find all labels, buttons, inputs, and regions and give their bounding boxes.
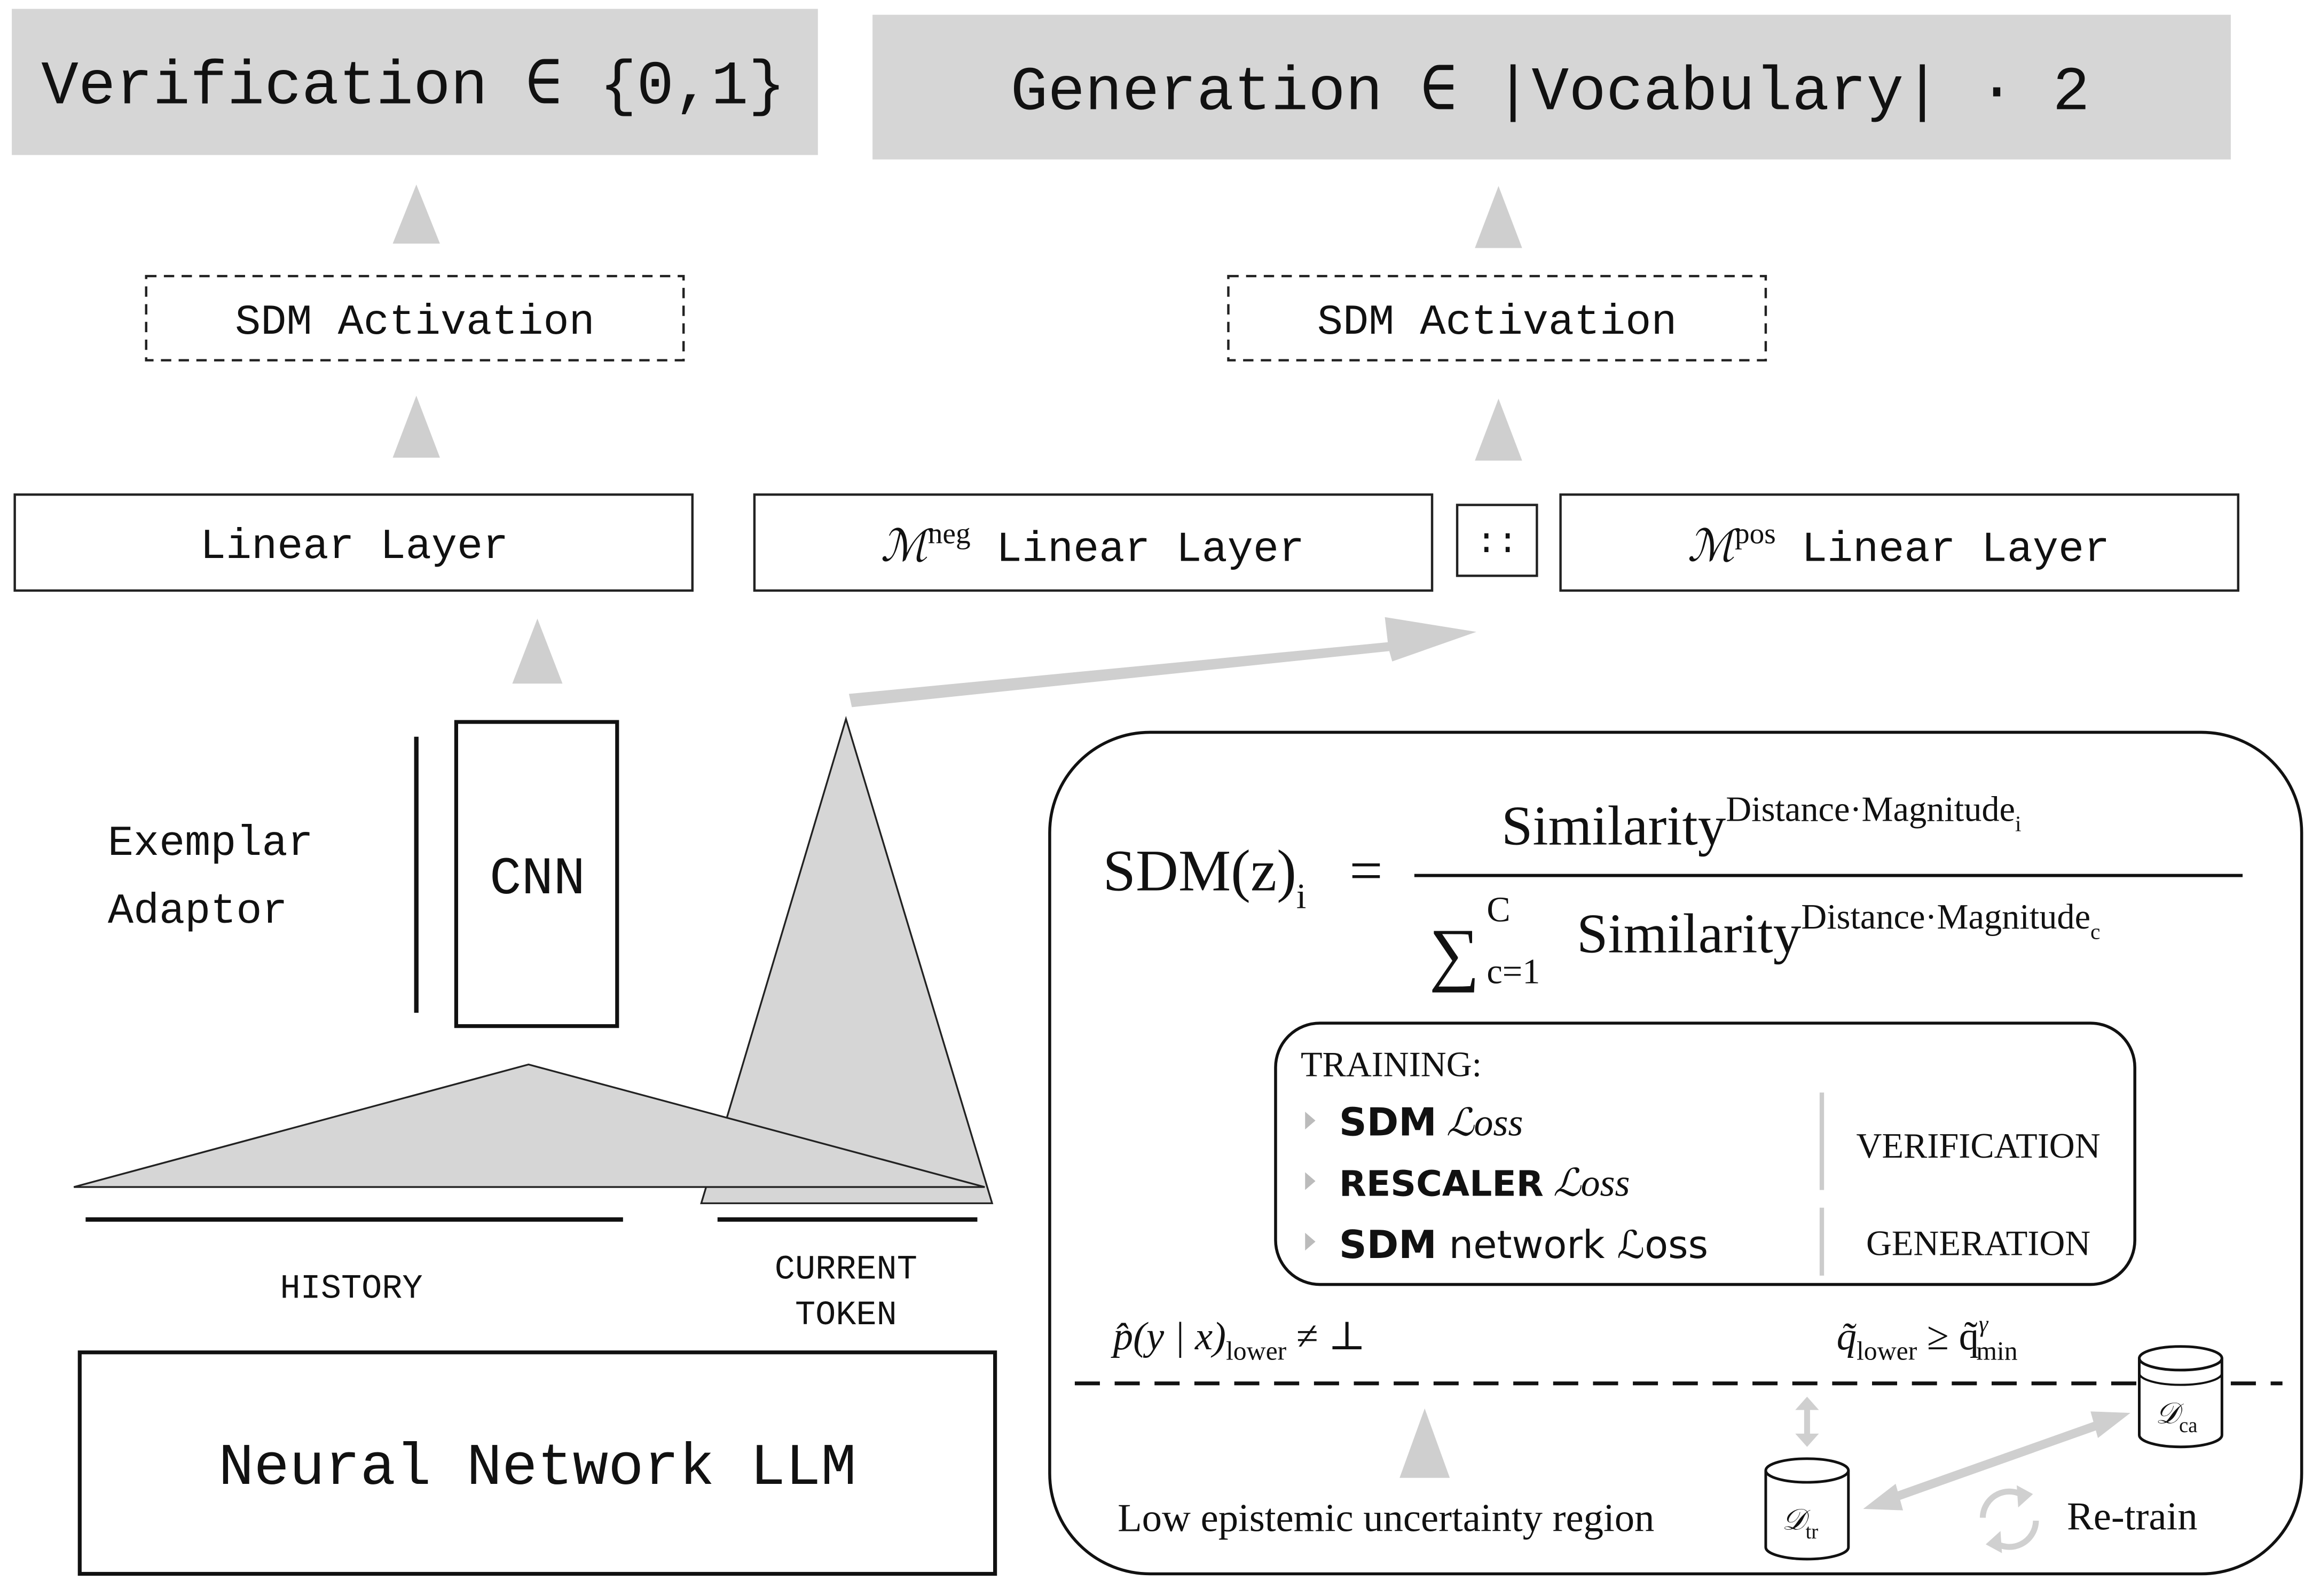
sdm-activation-label-left: SDM Activation bbox=[235, 298, 595, 347]
concat-box bbox=[1456, 504, 1538, 577]
p-lower-condition: p̂(y | x)lower ≠ ⊥ bbox=[1111, 1314, 1366, 1365]
up-arrow-left-cnn bbox=[512, 618, 563, 684]
history-label: HISTORY bbox=[280, 1270, 423, 1308]
neg-linear-layer-box bbox=[753, 493, 1434, 592]
calibration-dataset-icon bbox=[2137, 1345, 2223, 1449]
pos-linear-layer-text: ℳpos Linear Layer bbox=[1687, 517, 2110, 575]
neg-superscript: neg bbox=[928, 517, 971, 550]
llm-label: Neural Network LLM bbox=[218, 1435, 856, 1502]
sdm-equals: = bbox=[1349, 837, 1382, 903]
up-arrow-left-mid bbox=[392, 396, 440, 458]
training-box bbox=[1274, 1021, 2136, 1286]
current-token-triangle bbox=[700, 716, 994, 1205]
up-arrow-right-mid bbox=[1475, 398, 1522, 461]
sdm-lhs-sub: i bbox=[1296, 877, 1306, 916]
concat-label: :: bbox=[1476, 523, 1519, 563]
generation-task-label: GENERATION bbox=[1866, 1224, 2090, 1263]
up-arrow-right-top bbox=[1475, 186, 1522, 248]
history-triangle bbox=[73, 1063, 985, 1188]
adaptor-label-line1: Exemplar bbox=[108, 820, 313, 868]
cnn-box bbox=[454, 720, 619, 1028]
pos-symbol: ℳ bbox=[1687, 522, 1740, 571]
sdm-lhs: SDM(z)i bbox=[1103, 837, 1306, 916]
up-arrow-left-top bbox=[392, 184, 440, 244]
numerator: SimilarityDistance·Magnitudei bbox=[1501, 790, 2022, 856]
sdm-activation-box-right bbox=[1227, 274, 1767, 361]
loss-item-3: SDM network ℒoss bbox=[1339, 1222, 1708, 1267]
loss-item-1: SDM ℒoss bbox=[1339, 1099, 1523, 1144]
neg-linear-label: Linear Layer bbox=[996, 526, 1304, 575]
loss-item-2: RESCALER ℒoss bbox=[1339, 1162, 1630, 1205]
sum-lower: c=1 bbox=[1487, 952, 1540, 991]
current-token-label-line1: CURRENT bbox=[775, 1251, 917, 1289]
train-dataset-icon bbox=[1764, 1457, 1850, 1561]
bullet-icon-1 bbox=[1305, 1112, 1316, 1130]
numerator-exponent-sub: i bbox=[2015, 812, 2022, 836]
double-arrow-icon bbox=[1795, 1396, 1819, 1447]
adaptor-label-line2: Adaptor bbox=[108, 887, 288, 936]
generation-output-label: Generation ∈ |Vocabulary| · 2 bbox=[1011, 58, 2090, 128]
linear-layer-box-left bbox=[13, 493, 694, 592]
training-title: TRAINING: bbox=[1301, 1045, 1482, 1084]
retrain-icon bbox=[1979, 1485, 2039, 1553]
cnn-label: CNN bbox=[490, 849, 585, 909]
pos-linear-layer-box bbox=[1559, 493, 2239, 592]
sdm-activation-box-left bbox=[145, 274, 685, 361]
pos-linear-label: Linear Layer bbox=[1802, 526, 2110, 575]
sum-symbol: ∑ bbox=[1429, 914, 1480, 993]
generation-output-box bbox=[872, 14, 2231, 160]
bullet-icon-3 bbox=[1305, 1232, 1316, 1251]
region-up-arrow bbox=[1399, 1408, 1450, 1478]
denominator-exponent-sub: c bbox=[2090, 919, 2100, 944]
sdm-activation-label-right: SDM Activation bbox=[1317, 298, 1677, 347]
verification-output-box bbox=[12, 9, 818, 155]
bullet-icon-2 bbox=[1305, 1172, 1316, 1190]
dataset-exchange-arrow bbox=[1863, 1411, 2130, 1511]
linear-layer-label-left: Linear Layer bbox=[200, 523, 508, 571]
region-label: Low epistemic uncertainty region bbox=[1118, 1496, 1654, 1540]
sum-upper: C bbox=[1487, 890, 1510, 929]
neg-symbol: ℳ bbox=[880, 522, 933, 571]
retrain-label: Re-train bbox=[2067, 1495, 2198, 1539]
llm-box bbox=[77, 1350, 997, 1576]
verification-task-label: VERIFICATION bbox=[1857, 1127, 2101, 1166]
numerator-exponent: Distance·Magnitude bbox=[1726, 790, 2015, 829]
neg-linear-layer-text: ℳneg Linear Layer bbox=[880, 517, 1304, 575]
current-token-label-line2: TOKEN bbox=[795, 1296, 897, 1335]
denominator-exponent: Distance·Magnitude bbox=[1801, 898, 2090, 937]
diagonal-arrow bbox=[848, 617, 1476, 707]
verification-output-label: Verification ∈ {0,1} bbox=[41, 52, 785, 122]
denominator: SimilarityDistance·Magnitudec bbox=[1577, 898, 2100, 964]
pos-superscript: pos bbox=[1735, 517, 1776, 550]
